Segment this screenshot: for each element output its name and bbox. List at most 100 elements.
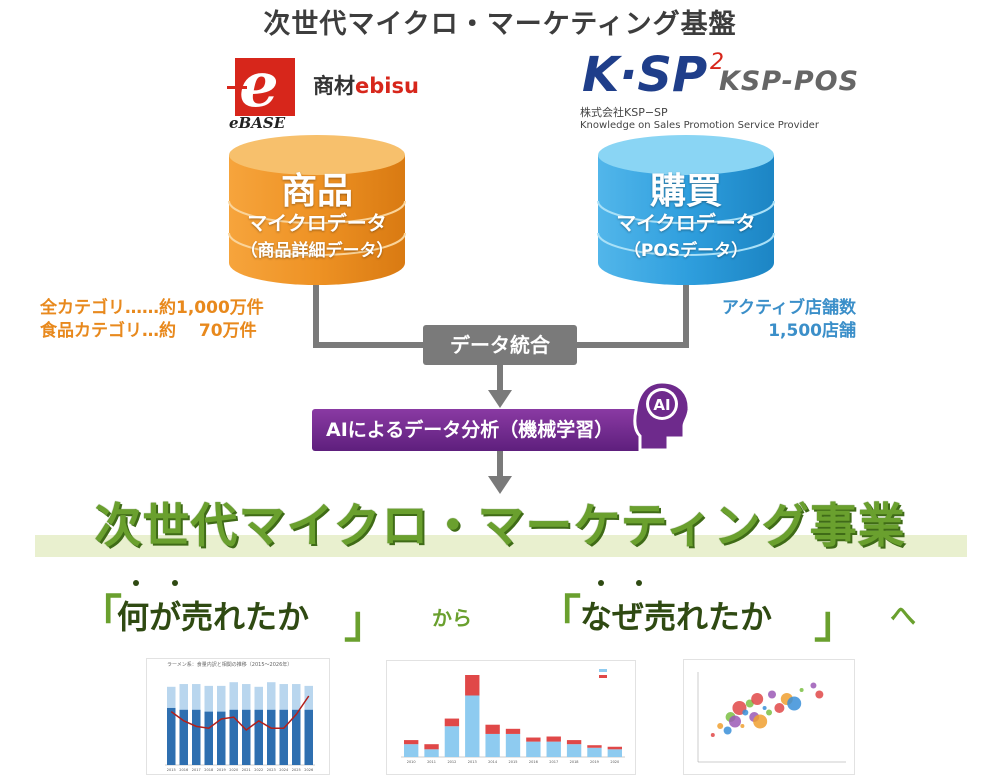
x-tick-label: 2017 xyxy=(192,768,201,772)
tagline-close-bracket-1: 」 xyxy=(344,597,388,648)
ai-head-icon: AI xyxy=(633,380,691,452)
bar-top xyxy=(587,745,602,748)
bar-top xyxy=(465,675,480,696)
bar-main xyxy=(254,709,263,765)
stat-food-categories: 食品カテゴリ…約 70万件 xyxy=(40,321,257,341)
bar-base xyxy=(607,749,622,757)
arrow-down-icon xyxy=(488,390,512,408)
x-tick-label: 2023 xyxy=(267,768,276,772)
ebase-mark-text: eBASE xyxy=(229,114,286,130)
bar-top xyxy=(546,736,561,742)
thumb-chart-1-title: ラーメン系：食量内訳と相関の推移（2015〜2026年） xyxy=(167,662,293,668)
x-tick-label: 2019 xyxy=(217,768,226,772)
bar-base xyxy=(546,741,561,757)
bar-top xyxy=(505,728,521,734)
legend-swatch xyxy=(599,669,607,672)
ksp-company: 株式会社KSP−SP Knowledge on Sales Promotion … xyxy=(580,106,819,132)
x-tick-label: 2018 xyxy=(204,768,213,772)
bar-main xyxy=(167,707,176,765)
left-db-subtitle: マイクロデータ xyxy=(247,211,387,235)
x-tick-label: 2019 xyxy=(590,760,599,764)
bar-base xyxy=(566,744,582,757)
stat-active-stores-label: アクティブ店舗数 xyxy=(721,298,856,318)
scatter-point xyxy=(717,723,724,729)
bar-main xyxy=(204,711,213,765)
scatter-point xyxy=(729,715,741,728)
x-tick-label: 2017 xyxy=(549,760,558,764)
x-tick-label: 2020 xyxy=(610,760,619,764)
bar-base xyxy=(424,749,439,757)
bar-top xyxy=(485,724,500,734)
chart-3-plot xyxy=(697,672,846,763)
store-stats: アクティブ店舗数 1,500店舗 xyxy=(660,297,856,343)
bar-top xyxy=(526,737,541,742)
ksp-pos-label: KSP-POS xyxy=(719,66,860,97)
tagline: 「 何が売れたか 」 から 「 なぜ売れたか 」 へ xyxy=(0,580,1000,648)
tagline-open-bracket-1: 「 xyxy=(78,591,122,642)
x-tick-label: 2016 xyxy=(179,768,188,772)
bar-main xyxy=(292,709,301,765)
tagline-open-bracket-2: 「 xyxy=(537,591,581,642)
ebase-product-name: 商材ebisu xyxy=(313,74,419,98)
scatter-point xyxy=(740,724,745,728)
x-tick-label: 2025 xyxy=(292,768,301,772)
x-tick-label: 2024 xyxy=(279,768,289,772)
stat-active-stores-value: 1,500店舗 xyxy=(768,321,856,341)
emphasis-dot xyxy=(636,580,642,586)
scatter-point xyxy=(710,733,715,737)
bar-top xyxy=(424,744,439,750)
thumbnail-chart-scatter xyxy=(683,659,855,775)
bar-base xyxy=(587,747,602,757)
ai-analysis-box: AIによるデータ分析（機械学習） xyxy=(312,409,650,451)
bar-main xyxy=(267,709,276,765)
scatter-point xyxy=(815,690,824,699)
scatter-point xyxy=(766,709,773,716)
purchase-database-icon xyxy=(597,135,775,285)
emphasis-dot xyxy=(133,580,139,586)
emphasis-dot xyxy=(598,580,604,586)
tagline-part-what: 何が売れたか xyxy=(117,598,310,636)
x-tick-label: 2020 xyxy=(229,768,238,772)
tagline-close-bracket-2: 」 xyxy=(814,597,858,648)
ai-badge-text: AI xyxy=(653,396,670,414)
scatter-point xyxy=(742,709,749,716)
data-integration-box: データ統合 xyxy=(423,325,577,365)
product-stats: 全カテゴリ……約1,000万件 食品カテゴリ…約 70万件 xyxy=(40,297,264,343)
bar-base xyxy=(465,695,480,757)
bar-base xyxy=(505,733,521,757)
scatter-point xyxy=(787,696,802,711)
ksp-mark-text: K·SP xyxy=(582,47,707,103)
bar-main xyxy=(179,709,188,765)
scatter-point xyxy=(799,688,804,692)
product-database-icon xyxy=(228,135,406,285)
stat-all-categories: 全カテゴリ……約1,000万件 xyxy=(40,298,264,318)
tagline-connector: から xyxy=(432,606,472,630)
arrow-down-icon xyxy=(488,476,512,494)
x-tick-label: 2016 xyxy=(529,760,538,764)
left-db-note: （商品詳細データ） xyxy=(240,241,394,261)
bar-base xyxy=(485,733,500,757)
main-title-band xyxy=(35,535,967,557)
bar-main xyxy=(279,709,288,765)
x-tick-label: 2015 xyxy=(509,760,518,764)
legend-swatch xyxy=(599,675,607,678)
x-tick-label: 2026 xyxy=(304,768,313,772)
page-title: 次世代マイクロ・マーケティング基盤 xyxy=(263,9,737,40)
bar-main xyxy=(304,709,313,765)
tagline-part-why: なぜ売れたか xyxy=(580,598,773,636)
emphasis-dot xyxy=(172,580,178,586)
ksp-company-jp: 株式会社KSP−SP xyxy=(580,106,668,119)
bar-main xyxy=(229,709,238,765)
x-tick-label: 2018 xyxy=(570,760,579,764)
x-tick-label: 2013 xyxy=(468,760,477,764)
x-tick-label: 2022 xyxy=(254,768,263,772)
x-tick-label: 2015 xyxy=(167,768,176,772)
bar-main xyxy=(217,711,226,765)
ksp-logo: K·SP 2 xyxy=(582,47,724,103)
bar-base xyxy=(444,726,460,757)
